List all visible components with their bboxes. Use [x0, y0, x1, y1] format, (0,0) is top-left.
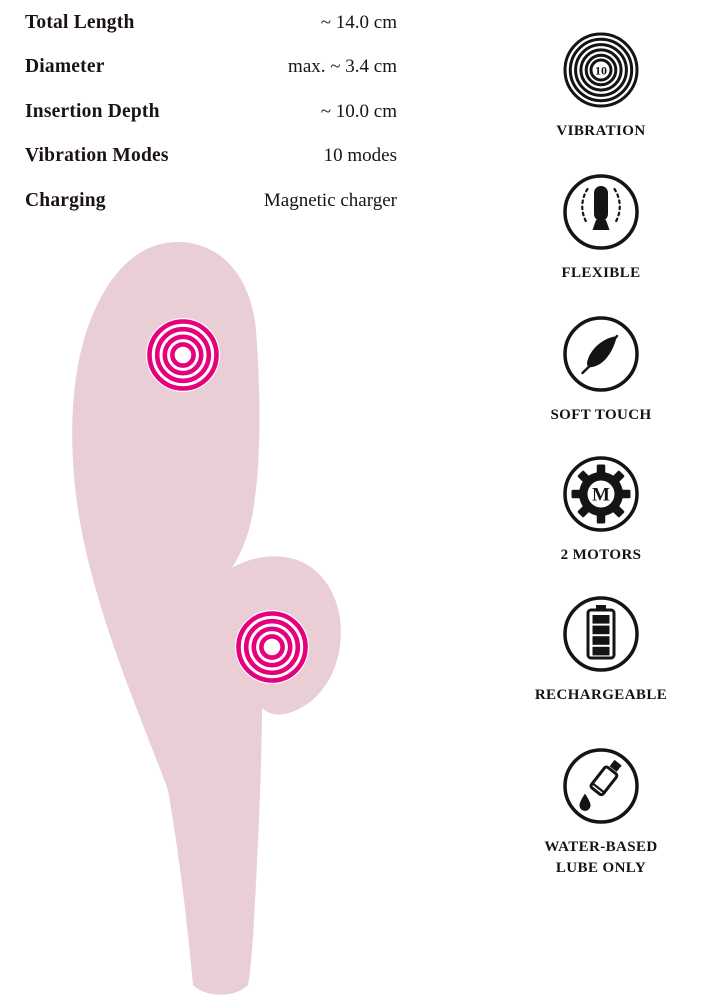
spec-row: Total Length ~ 14.0 cm — [25, 12, 397, 56]
spec-label: Total Length — [25, 12, 135, 33]
spec-row: Charging Magnetic charger — [25, 190, 397, 234]
spec-row: Diameter max. ~ 3.4 cm — [25, 56, 397, 100]
feature-rechargeable: RECHARGEABLE — [511, 592, 691, 706]
spec-label: Charging — [25, 189, 106, 211]
spec-value: ~ 10.0 cm — [320, 100, 397, 122]
spec-label: Insertion Depth — [25, 100, 160, 122]
spec-value: ~ 14.0 cm — [320, 12, 397, 33]
feature-label: 2 MOTORS — [560, 547, 642, 563]
vibration-icon: 10 — [563, 32, 639, 108]
water-based-lube-icon — [563, 748, 639, 824]
feature-label: RECHARGEABLE — [534, 687, 668, 703]
spec-value: Magnetic charger — [263, 189, 397, 211]
soft-touch-icon — [563, 316, 639, 392]
spec-row: Insertion Depth ~ 10.0 cm — [25, 101, 397, 145]
spec-row: Vibration Modes 10 modes — [25, 145, 397, 189]
rechargeable-icon — [563, 596, 639, 672]
feature-vibration: 10 VIBRATION — [511, 28, 691, 142]
feature-list: 10 VIBRATION FLEXIBLE SOFT TOUCH — [511, 0, 691, 1000]
feature-label: VIBRATION — [556, 123, 646, 139]
spec-value: max. ~ 3.4 cm — [288, 56, 397, 78]
feature-lube: WATER-BASED LUBE ONLY — [511, 744, 691, 878]
feature-label: SOFT TOUCH — [550, 407, 652, 423]
vibration-count: 10 — [595, 64, 607, 78]
vibration-point-upper — [146, 318, 220, 392]
spec-label: Vibration Modes — [25, 145, 169, 167]
flexible-icon — [563, 174, 639, 250]
two-motors-icon: M — [563, 456, 639, 532]
feature-flexible: FLEXIBLE — [511, 170, 691, 284]
feature-label: FLEXIBLE — [561, 265, 641, 281]
feature-label: WATER-BASED LUBE ONLY — [544, 839, 658, 876]
vibration-point-lower — [235, 610, 309, 684]
motor-letter: M — [592, 485, 610, 506]
feature-soft-touch: SOFT TOUCH — [511, 312, 691, 426]
product-body — [72, 241, 341, 995]
feature-two-motors: M 2 MOTORS — [511, 452, 691, 566]
spec-value: 10 modes — [323, 145, 397, 167]
product-silhouette — [72, 241, 341, 995]
spec-table: Total Length ~ 14.0 cm Diameter max. ~ 3… — [25, 12, 397, 234]
spec-label: Diameter — [25, 56, 105, 78]
